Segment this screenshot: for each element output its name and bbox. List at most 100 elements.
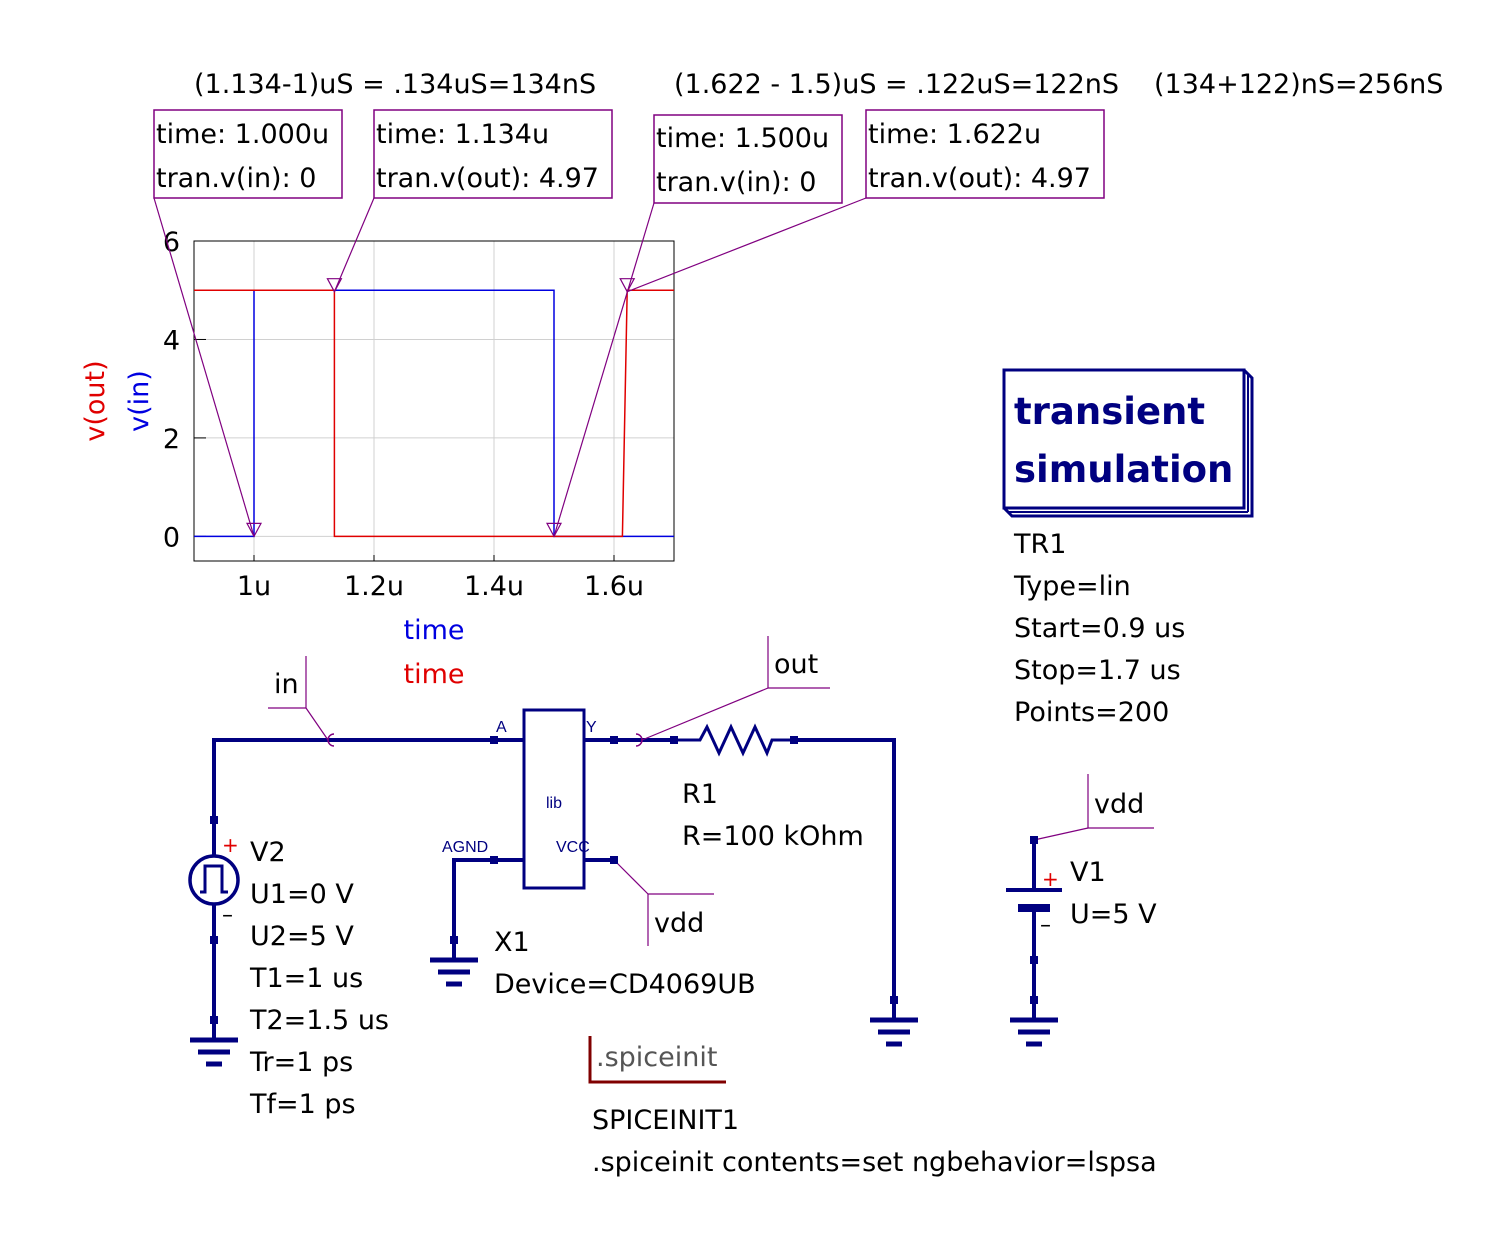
sim-title-line2: simulation <box>1014 448 1233 491</box>
connection-dot <box>890 996 898 1004</box>
connection-dot <box>610 736 618 744</box>
y-tick-label: 4 <box>163 325 180 356</box>
pin-a-label: A <box>496 719 507 736</box>
v2-param-u2: U2=5 V <box>250 921 354 952</box>
v1-plus-sign: + <box>1042 867 1059 891</box>
connection-dot <box>490 856 498 864</box>
ground-symbol <box>190 1020 238 1067</box>
connection-dot <box>1030 836 1038 844</box>
total-delay-annotation: (134+122)nS=256nS <box>1154 69 1443 100</box>
marker-3-value: tran.v(in): 0 <box>656 167 816 198</box>
connection-dot <box>490 736 498 744</box>
x-tick-label: 1.6u <box>584 571 644 602</box>
v1-name: V1 <box>1070 857 1106 888</box>
v2-param-u1: U1=0 V <box>250 879 354 910</box>
connection-dot <box>610 856 618 864</box>
net-label-out-text: out <box>774 649 818 680</box>
v2-minus-sign: – <box>222 903 233 928</box>
marker-leader-line <box>333 197 375 292</box>
marker-triangle[interactable] <box>326 278 343 293</box>
resistor-name: R1 <box>682 779 718 810</box>
y-tick-label: 6 <box>163 227 180 258</box>
y-tick-label: 2 <box>163 424 180 455</box>
sim-name: TR1 <box>1013 529 1066 560</box>
connection-dot <box>210 816 218 824</box>
transient-simulation-block[interactable]: transient simulation <box>1002 368 1254 518</box>
resistor-value: R=100 kOhm <box>682 821 864 852</box>
v2-param-tr: Tr=1 ps <box>249 1047 353 1078</box>
marker-triangle[interactable] <box>545 522 563 538</box>
connection-dot <box>1030 956 1038 964</box>
grounds <box>190 940 1058 1067</box>
marker-1-time: time: 1.000u <box>156 119 329 150</box>
wire-r1-gnd[interactable] <box>794 738 896 1000</box>
pin-vcc-label: VCC <box>556 839 590 856</box>
net-label-out[interactable]: out <box>635 636 830 747</box>
y-tick-label: 0 <box>163 522 180 553</box>
sim-title-line1: transient <box>1014 390 1205 433</box>
marker-leader-line <box>153 197 255 537</box>
dc-source-v1[interactable]: + – <box>1006 867 1062 938</box>
wires <box>212 738 1036 1020</box>
inverter-device: Device=CD4069UB <box>494 969 756 1000</box>
net-label-in[interactable]: in <box>268 656 335 747</box>
net-label-vdd-inverter-text: vdd <box>654 908 704 939</box>
marker-triangle[interactable] <box>245 522 263 538</box>
v1-value: U=5 V <box>1070 899 1157 930</box>
pin-agnd-label: AGND <box>442 839 488 856</box>
pulse-source-v2[interactable]: + – <box>188 820 240 940</box>
marker-box-4[interactable]: time: 1.622u tran.v(out): 4.97 <box>865 109 1105 199</box>
net-label-vdd-source-text: vdd <box>1094 789 1144 820</box>
spiceinit-title: .spiceinit <box>596 1042 717 1073</box>
connection-dot <box>670 736 678 744</box>
net-label-vdd-inverter[interactable]: vdd <box>613 859 714 946</box>
connection-dots <box>210 736 1038 1024</box>
connection-dot <box>450 936 458 944</box>
wire-agnd[interactable] <box>452 858 494 940</box>
marker-leader-line <box>553 202 655 537</box>
marker-3-time: time: 1.500u <box>656 123 829 154</box>
marker-4-value: tran.v(out): 4.97 <box>868 163 1091 194</box>
sim-param-type: Type=lin <box>1013 571 1131 602</box>
series-vin-line <box>194 289 674 538</box>
connection-dot <box>1030 996 1038 1004</box>
v2-param-t1: T1=1 us <box>249 963 363 994</box>
v2-name: V2 <box>250 837 286 868</box>
wire-in[interactable] <box>212 738 494 820</box>
chart-grid <box>194 240 674 561</box>
v2-param-tf: Tf=1 ps <box>249 1089 356 1120</box>
marker-1-value: tran.v(in): 0 <box>156 163 316 194</box>
inverter-x1[interactable]: A Y AGND VCC lib <box>442 708 614 890</box>
marker-box-1[interactable]: time: 1.000u tran.v(in): 0 <box>153 109 343 199</box>
spiceinit-block[interactable]: .spiceinit <box>588 1036 726 1084</box>
y-axis-label-vout: v(out) <box>80 360 111 441</box>
marker-box-3[interactable]: time: 1.500u tran.v(in): 0 <box>653 114 843 204</box>
delay1-annotation: (1.134-1)uS = .134uS=134nS <box>194 69 596 100</box>
chart-markers <box>153 197 867 538</box>
marker-4-time: time: 1.622u <box>868 119 1041 150</box>
chart-frame <box>193 240 675 562</box>
sim-param-stop: Stop=1.7 us <box>1014 655 1181 686</box>
sim-param-points: Points=200 <box>1014 697 1169 728</box>
inverter-name: X1 <box>494 927 530 958</box>
sim-param-start: Start=0.9 us <box>1014 613 1185 644</box>
x-tick-label: 1u <box>237 571 271 602</box>
ground-symbol <box>1010 1000 1058 1047</box>
x-axis-label-time-blue: time <box>403 615 464 646</box>
net-label-vdd-source[interactable]: vdd <box>1033 774 1154 841</box>
y-axis-label-vin: v(in) <box>124 370 155 432</box>
marker-box-2[interactable]: time: 1.134u tran.v(out): 4.97 <box>373 109 613 199</box>
v1-minus-sign: – <box>1040 913 1051 938</box>
ground-symbol <box>870 1000 918 1047</box>
marker-2-value: tran.v(out): 4.97 <box>376 163 599 194</box>
resistor-r1[interactable] <box>674 723 794 757</box>
connection-dot <box>210 936 218 944</box>
v2-param-t2: T2=1.5 us <box>249 1005 389 1036</box>
connection-dot <box>790 736 798 744</box>
chart-series <box>194 289 674 538</box>
marker-triangle[interactable] <box>619 278 636 293</box>
spiceinit-name: SPICEINIT1 <box>592 1105 739 1136</box>
